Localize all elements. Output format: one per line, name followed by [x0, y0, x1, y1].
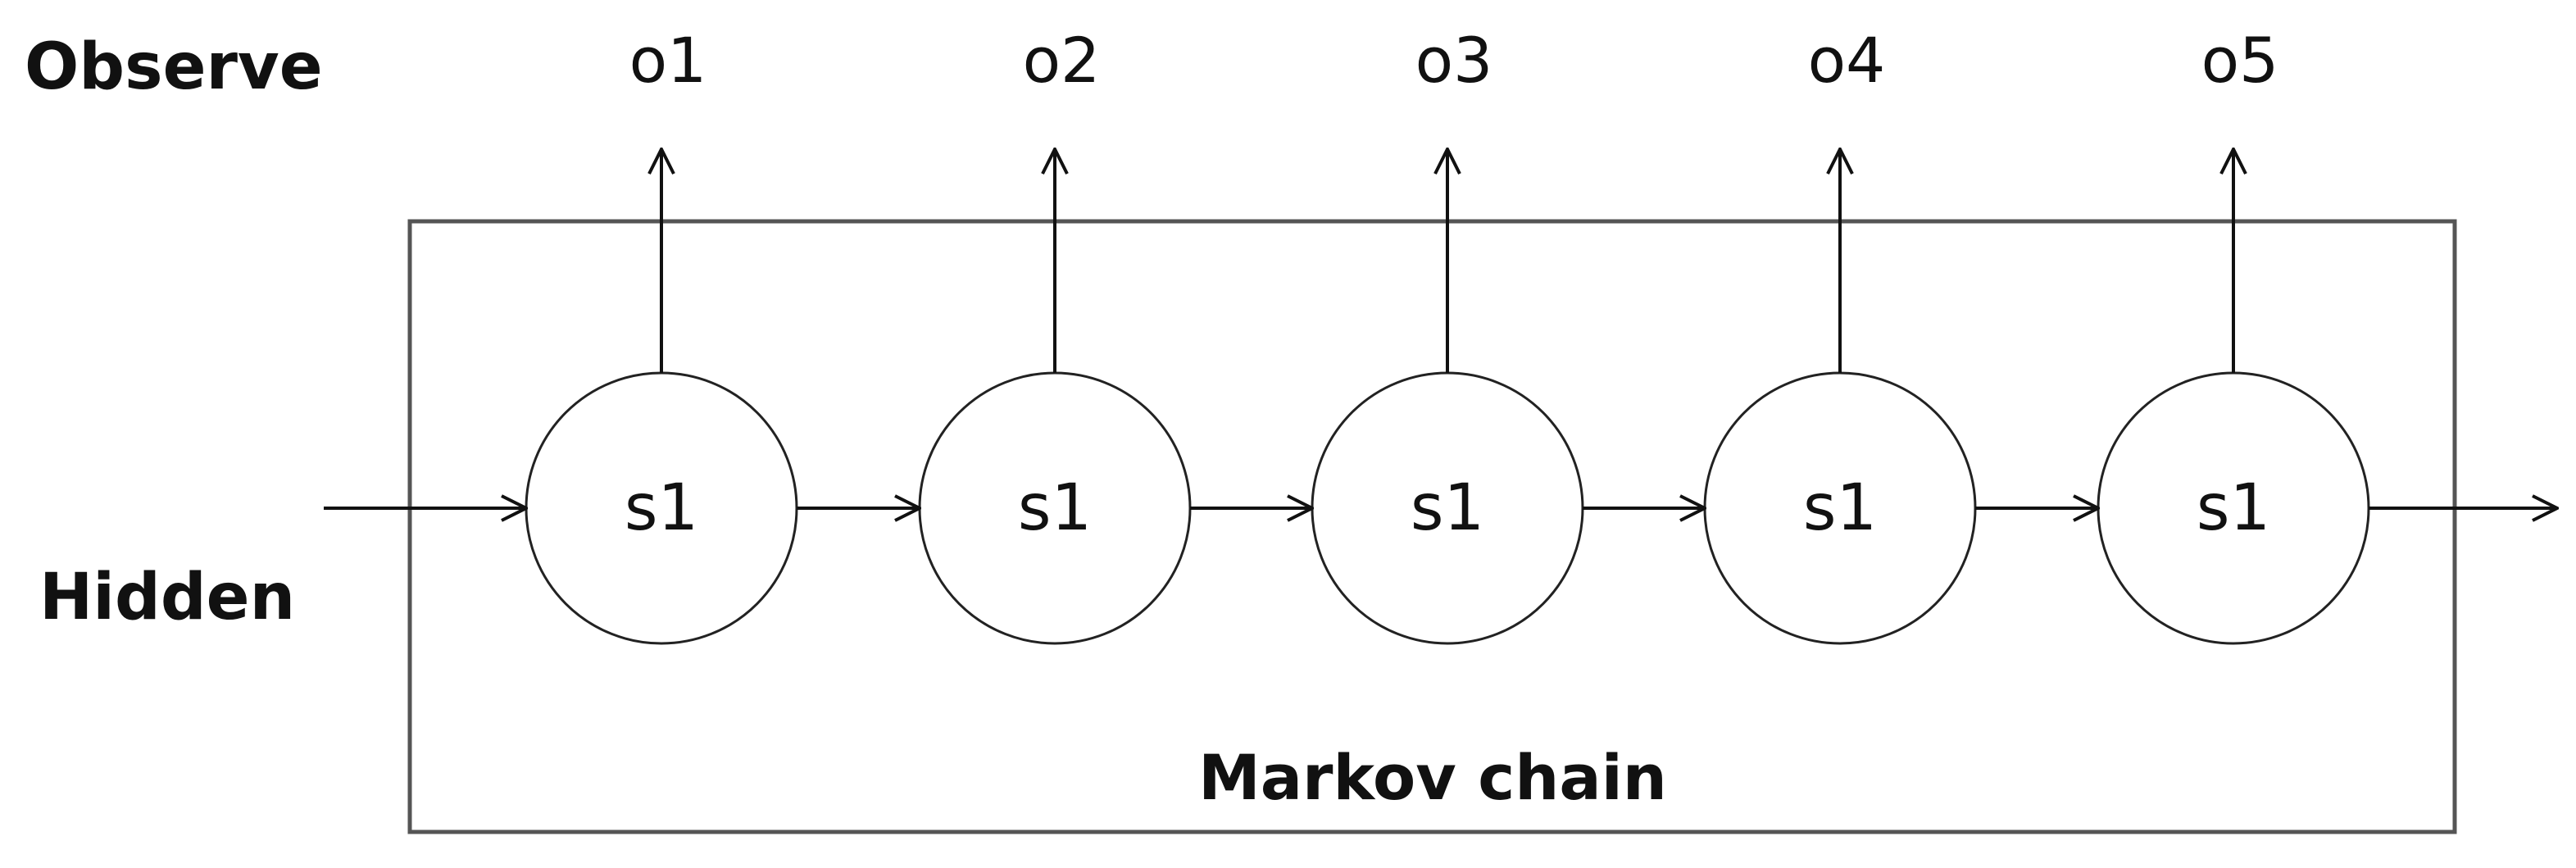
state-label: s1 — [1803, 471, 1877, 545]
hidden-label: Hidden — [39, 561, 295, 634]
state-label: s1 — [2197, 471, 2270, 545]
markov-chain-label: Markov chain — [1198, 741, 1667, 814]
state-label: s1 — [1018, 471, 1092, 545]
state-label: s1 — [1411, 471, 1484, 545]
observation-label: o3 — [1415, 24, 1493, 97]
markov-chain-box — [407, 219, 2457, 834]
observation-label: o2 — [1023, 24, 1101, 97]
observation-label: o5 — [2201, 24, 2279, 97]
observation-label: o4 — [1808, 24, 1886, 97]
observe-label: Observe — [25, 30, 323, 104]
state-label: s1 — [625, 471, 698, 545]
observation-label: o1 — [629, 24, 707, 97]
hmm-chain: s1 o1 s1 o2 s1 o3 s1 o4 s1 o5 — [324, 24, 2557, 645]
